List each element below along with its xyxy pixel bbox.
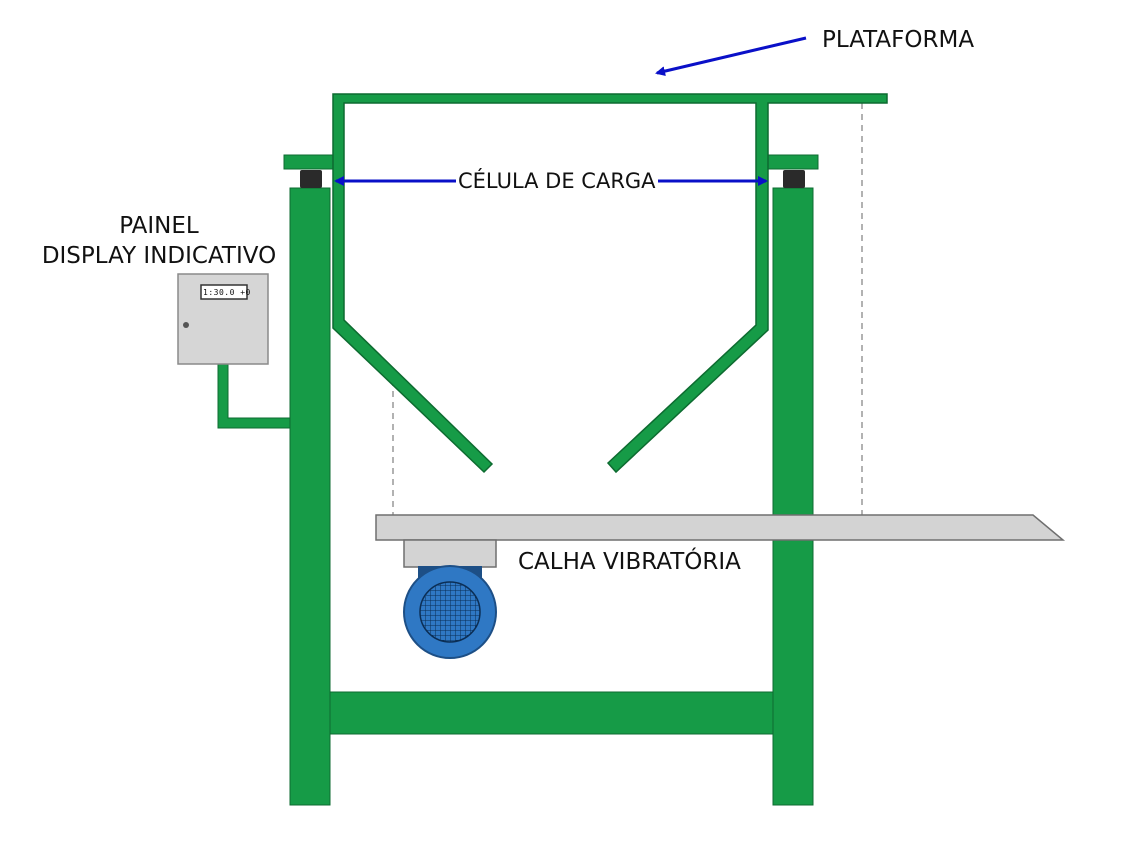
panel-knob: [183, 322, 189, 328]
label-calha-vibratoria: CALHA VIBRATÓRIA: [518, 549, 741, 575]
panel-display-readout: 1:30.0 +0: [203, 288, 251, 297]
bottom-crossbar: [329, 691, 774, 735]
right-leg: [772, 187, 814, 806]
label-painel: PAINEL DISPLAY INDICATIVO: [0, 215, 318, 268]
motor-fan-grill: [419, 581, 481, 643]
left-mount-plate: [283, 154, 335, 170]
vibrator-mount: [403, 539, 497, 568]
label-painel-line2: DISPLAY INDICATIVO: [41, 243, 277, 269]
load-cell-left: [300, 170, 322, 188]
right-mount-plate: [767, 154, 819, 170]
load-cell-right: [783, 170, 805, 188]
left-leg: [289, 187, 331, 806]
label-painel-line1: PAINEL: [119, 213, 199, 239]
label-celula-de-carga: CÉLULA DE CARGA: [456, 169, 658, 193]
panel-display-screen: [200, 284, 248, 300]
panel-conduit: [217, 363, 291, 429]
plataforma-arrow: [655, 36, 807, 77]
hopper-frame: [332, 93, 888, 474]
label-plataforma: PLATAFORMA: [822, 27, 975, 53]
vibratory-chute: [375, 514, 1066, 541]
